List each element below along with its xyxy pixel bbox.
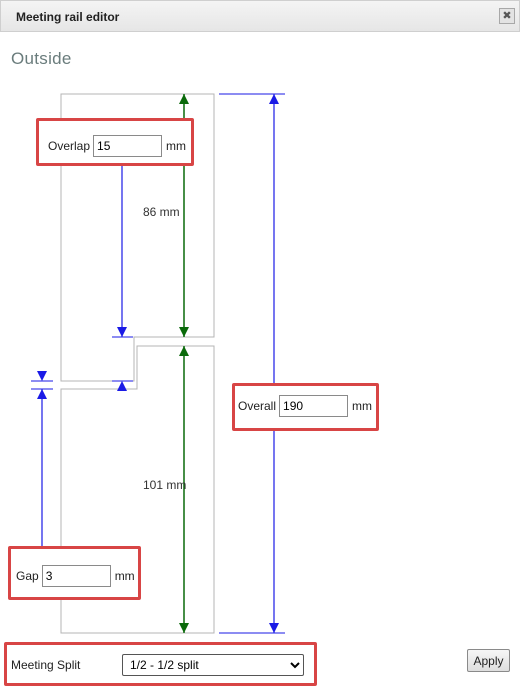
gap-arrow-down <box>37 371 47 381</box>
section-title: Outside <box>11 49 72 68</box>
top-dimension-label: 86 mm <box>143 205 180 219</box>
upper-rail-outline <box>60 93 215 382</box>
overall-unit: mm <box>352 399 373 413</box>
overall-field-group: Overall mm <box>238 395 372 417</box>
meeting-split-callout <box>4 642 317 686</box>
overall-callout <box>232 383 379 431</box>
bottom-dimension-label: 101 mm <box>143 478 187 492</box>
meeting-split-field-group: Meeting Split 1/2 - 1/2 split <box>11 654 304 676</box>
overlap-input[interactable] <box>93 135 163 157</box>
meeting-split-label: Meeting Split <box>11 658 81 672</box>
gap-unit: mm <box>114 569 135 583</box>
overlap-label: Overlap <box>48 139 91 153</box>
gap-field-group: Gap mm <box>16 565 135 587</box>
rail-profile <box>60 93 215 634</box>
overlap-unit: mm <box>166 139 187 153</box>
overlap-arrow-up <box>117 381 127 391</box>
gap-input[interactable] <box>41 565 111 587</box>
close-icon[interactable]: ✖ <box>499 8 515 24</box>
gap-label: Gap <box>16 569 39 583</box>
lower-rail-outline <box>60 345 215 634</box>
overall-label: Overall <box>238 399 277 413</box>
dialog-title: Meeting rail editor <box>16 10 120 24</box>
apply-button[interactable]: Apply <box>467 649 510 672</box>
dialog-titlebar: Meeting rail editor ✖ <box>0 0 520 32</box>
overlap-field-group: Overlap mm <box>48 135 186 157</box>
overall-input[interactable] <box>279 395 349 417</box>
meeting-split-select[interactable]: 1/2 - 1/2 split <box>122 654 304 676</box>
